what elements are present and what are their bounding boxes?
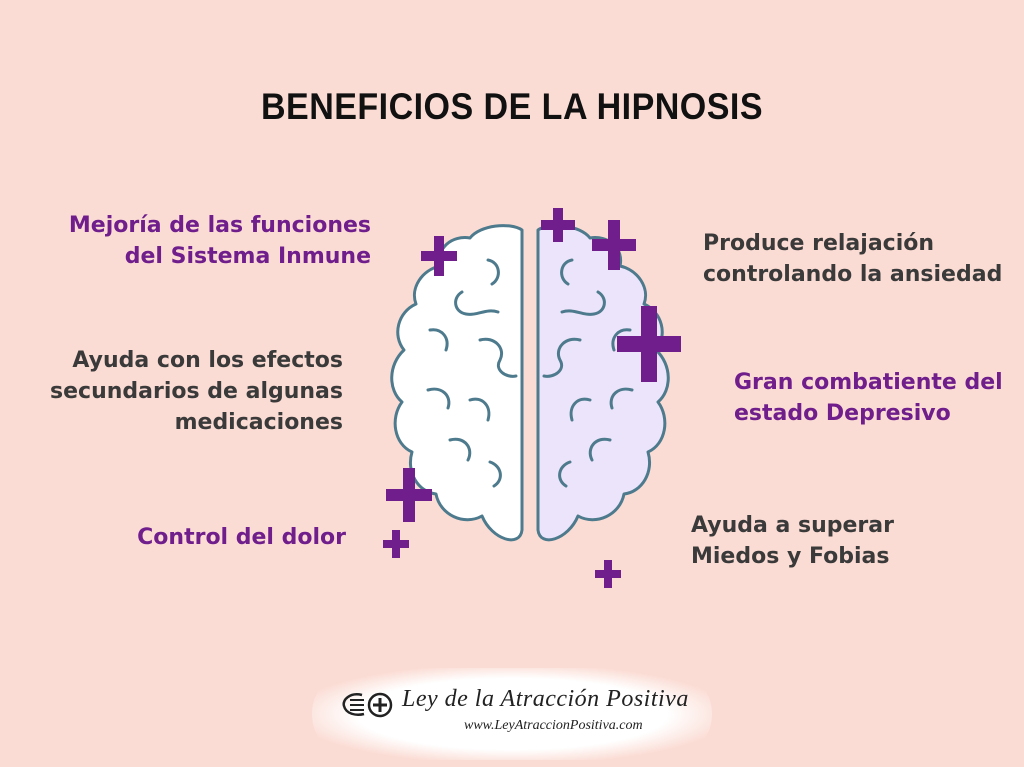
plus-icon xyxy=(617,306,681,382)
benefit-immune: Mejoría de las funciones del Sistema Inm… xyxy=(69,210,371,272)
logo-mark-plus-icon xyxy=(342,692,393,718)
plus-icon xyxy=(592,220,636,270)
benefit-depression: Gran combatiente del estado Depresivo xyxy=(734,367,1003,429)
benefit-line: Ayuda a superar xyxy=(691,513,894,538)
benefit-pain: Control del dolor xyxy=(137,522,346,553)
plus-icon xyxy=(386,468,432,522)
benefit-line: Gran combatiente del xyxy=(734,370,1003,395)
plus-icon xyxy=(421,236,457,276)
brain-icon xyxy=(390,224,670,542)
benefit-line: Control del dolor xyxy=(137,525,346,550)
benefit-line: secundarios de algunas xyxy=(50,379,343,404)
plus-icon xyxy=(383,530,409,558)
footer-brand-badge: Ley de la Atracción Positiva www.LeyAtra… xyxy=(312,668,712,760)
brain-right-hemisphere xyxy=(536,224,670,542)
benefit-line: medicaciones xyxy=(174,410,343,435)
benefit-line: controlando la ansiedad xyxy=(703,262,1003,287)
page-title: BENEFICIOS DE LA HIPNOSIS xyxy=(260,86,763,127)
benefit-line: Mejoría de las funciones xyxy=(68,213,371,238)
plus-icon xyxy=(541,208,575,242)
benefit-line: Produce relajación xyxy=(703,231,935,256)
benefit-line: del Sistema Inmune xyxy=(124,244,371,269)
benefit-relaxation: Produce relajación controlando la ansied… xyxy=(703,228,1002,290)
benefit-line: estado Depresivo xyxy=(734,401,951,426)
footer-url[interactable]: www.LeyAtraccionPositiva.com xyxy=(464,718,643,733)
plus-icon xyxy=(595,560,621,588)
benefit-fears: Ayuda a superar Miedos y Fobias xyxy=(691,510,894,572)
benefit-medications: Ayuda con los efectos secundarios de alg… xyxy=(50,345,343,438)
benefit-line: Ayuda con los efectos xyxy=(72,348,343,373)
footer-brand-name: Ley de la Atracción Positiva xyxy=(402,686,689,712)
benefit-line: Miedos y Fobias xyxy=(691,544,890,569)
